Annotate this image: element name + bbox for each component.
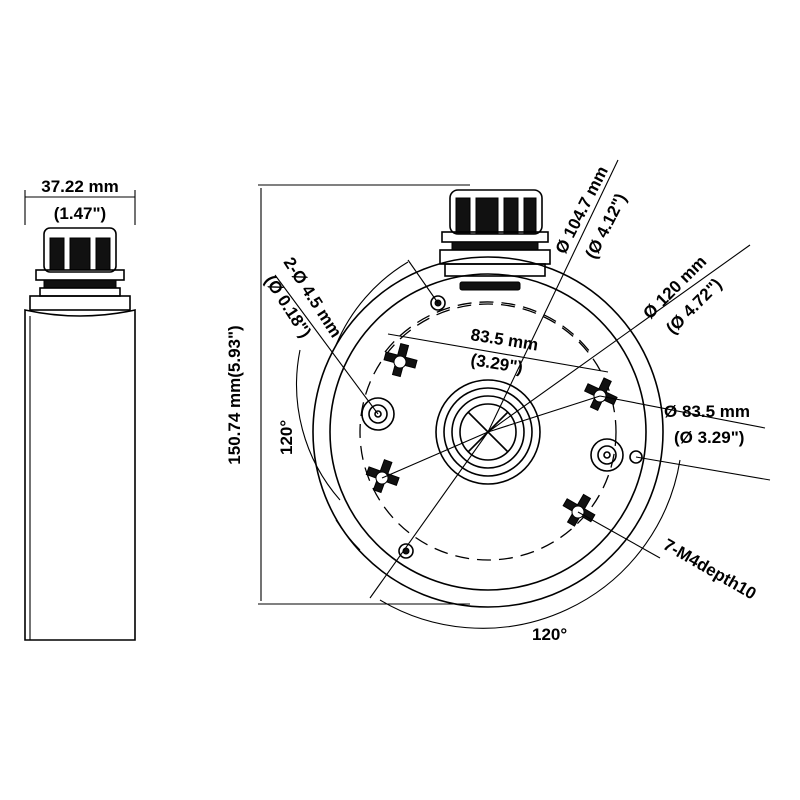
- center-hub: [435, 379, 541, 485]
- side-width-in: (1.47"): [54, 204, 106, 223]
- side-view: 37.22 mm (1.47"): [24, 177, 136, 641]
- dia-83-in: (Ø 3.29"): [674, 428, 744, 447]
- dia-83-mm: Ø 83.5 mm: [664, 402, 750, 421]
- chord-in: (3.29"): [469, 350, 524, 377]
- front-view: 150.74 mm(5.93"): [225, 159, 771, 644]
- outer-ring: [312, 256, 664, 608]
- height-label: 150.74 mm(5.93"): [225, 325, 244, 464]
- thread-label: 7-M4depth10: [660, 535, 759, 603]
- mount-hole-top: [430, 295, 446, 311]
- bolt-circle: [359, 303, 617, 561]
- thread-insert: [365, 342, 618, 527]
- mount-hole-bottom: [398, 543, 414, 559]
- side-width-mm: 37.22 mm: [41, 177, 119, 196]
- angle-left: 120°: [277, 420, 296, 455]
- angle-bottom: 120°: [532, 625, 567, 644]
